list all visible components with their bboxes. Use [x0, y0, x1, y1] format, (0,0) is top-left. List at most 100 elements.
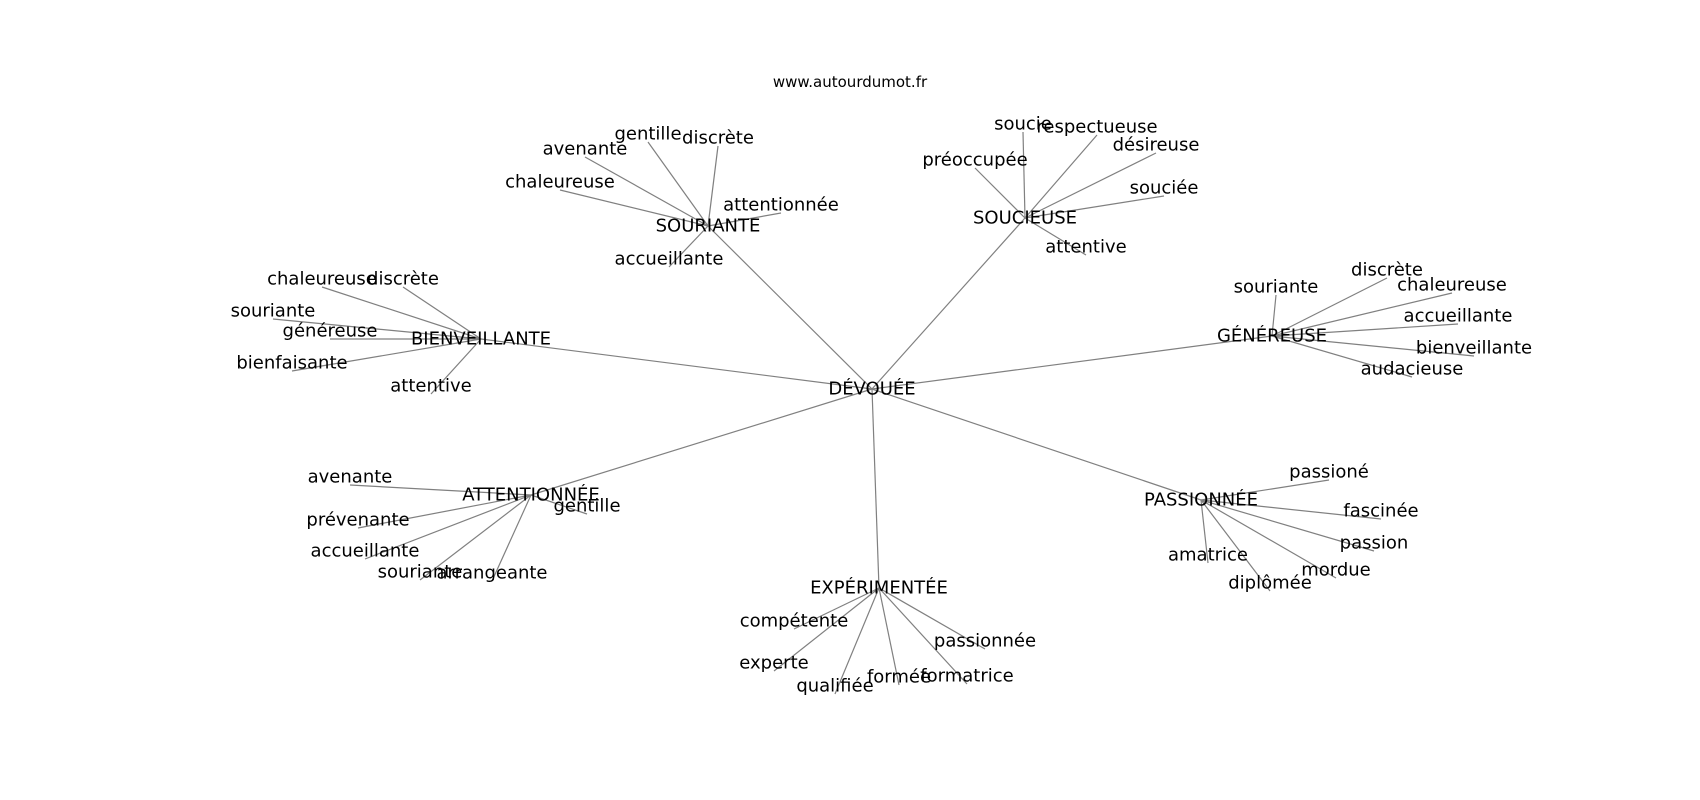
leaf-node-souriante-3: chaleureuse — [505, 172, 615, 193]
edge-passionnee-leaf-1 — [1200, 499, 1382, 520]
leaf-node-experimentee-0: compétente — [740, 611, 849, 632]
hub-node-soucieuse: SOUCIEUSE — [973, 208, 1077, 229]
leaf-node-bienveillante-0: chaleureuse — [267, 269, 377, 290]
edge-bienveillante-leaf-5 — [430, 338, 482, 395]
edge-experimentee-leaf-3 — [834, 587, 880, 695]
leaf-node-passionnee-3: amatrice — [1168, 545, 1248, 566]
edge-genereuse-leaf-5 — [1271, 335, 1413, 378]
edge-bienveillante-leaf-0 — [321, 286, 482, 340]
edge-experimentee-leaf-4 — [878, 587, 900, 686]
leaf-node-soucieuse-3: préoccupée — [922, 150, 1027, 171]
leaf-node-attentionnee-1: gentille — [553, 496, 620, 517]
edge-genereuse-leaf-3 — [1271, 323, 1459, 337]
hub-node-passionnee: PASSIONNÉE — [1144, 489, 1258, 511]
edge-bienveillante-leaf-2 — [272, 318, 482, 340]
leaf-node-bienveillante-2: souriante — [231, 301, 316, 322]
edge-passionnee-leaf-0 — [1200, 479, 1330, 501]
edge-souriante-leaf-1 — [707, 145, 719, 227]
edge-center-attentionnee — [530, 388, 873, 496]
leaf-node-bienveillante-5: attentive — [390, 376, 471, 397]
leaf-node-bienveillante-4: bienfaisante — [236, 353, 347, 374]
leaf-node-passionnee-1: fascinée — [1343, 501, 1418, 522]
edge-center-soucieuse — [871, 217, 1026, 390]
hub-node-souriante: SOURIANTE — [656, 216, 761, 237]
leaf-node-attentionnee-0: avenante — [308, 467, 393, 488]
edge-soucieuse-leaf-4 — [1024, 195, 1165, 219]
edge-experimentee-leaf-5 — [878, 587, 968, 685]
edge-soucieuse-leaf-0 — [1022, 131, 1026, 219]
hub-node-genereuse: GÉNÉREUSE — [1217, 325, 1327, 347]
edge-soucieuse-leaf-2 — [1024, 152, 1157, 219]
edge-genereuse-leaf-2 — [1271, 292, 1453, 337]
leaf-node-bienveillante-3: généreuse — [283, 321, 378, 342]
edge-souriante-leaf-5 — [668, 225, 709, 268]
edge-souriante-leaf-2 — [584, 156, 709, 227]
hub-node-attentionnee: ATTENTIONNÉE — [462, 484, 600, 506]
center-node: DÉVOUÉE — [828, 378, 915, 400]
leaf-node-bienveillante-1: discrète — [367, 269, 439, 290]
leaf-node-genereuse-4: bienveillante — [1416, 338, 1532, 359]
edge-souriante-leaf-3 — [559, 189, 709, 227]
leaf-node-experimentee-1: passionnée — [934, 631, 1036, 652]
leaf-node-attentionnee-3: accueillante — [311, 541, 420, 562]
edge-experimentee-leaf-0 — [793, 587, 880, 630]
leaf-node-genereuse-0: souriante — [1234, 277, 1319, 298]
edge-genereuse-leaf-4 — [1271, 335, 1475, 357]
leaf-node-passionnee-2: passion — [1340, 533, 1409, 554]
edge-center-souriante — [707, 225, 873, 390]
edge-center-genereuse — [871, 335, 1273, 390]
edge-bienveillante-leaf-4 — [291, 338, 482, 372]
edge-soucieuse-leaf-5 — [1024, 217, 1087, 256]
site-label: www.autourdumot.fr — [773, 73, 928, 91]
leaf-node-genereuse-3: accueillante — [1404, 306, 1513, 327]
leaf-node-soucieuse-2: désireuse — [1113, 135, 1200, 156]
edge-attentionnee-leaf-1 — [530, 494, 588, 515]
leaf-node-genereuse-5: audacieuse — [1361, 359, 1464, 380]
leaf-node-experimentee-5: formatrice — [920, 666, 1013, 687]
edge-attentionnee-leaf-3 — [364, 494, 532, 560]
leaf-node-soucieuse-0: soucie — [994, 114, 1052, 135]
edge-experimentee-leaf-1 — [878, 587, 986, 650]
edge-experimentee-leaf-2 — [773, 587, 880, 672]
edge-passionnee-leaf-2 — [1200, 499, 1375, 552]
edge-center-passionnee — [871, 388, 1202, 501]
hub-node-experimentee: EXPÉRIMENTÉE — [810, 577, 948, 599]
edge-attentionnee-leaf-0 — [349, 484, 532, 496]
edge-souriante-leaf-0 — [647, 141, 709, 227]
leaf-node-experimentee-3: qualifiée — [796, 676, 873, 697]
leaf-node-souriante-2: avenante — [543, 139, 628, 160]
leaf-node-experimentee-4: formée — [867, 667, 931, 688]
edge-souriante-leaf-4 — [707, 212, 782, 227]
edge-passionnee-leaf-5 — [1200, 499, 1271, 592]
leaf-node-soucieuse-1: respectueuse — [1036, 117, 1157, 138]
leaf-node-attentionnee-4: souriante — [378, 562, 463, 583]
leaf-node-passionnee-0: passioné — [1289, 462, 1369, 483]
edge-center-experimentee — [871, 388, 880, 589]
edge-bienveillante-leaf-1 — [402, 286, 482, 340]
leaf-node-souriante-1: discrète — [682, 128, 754, 149]
leaf-node-passionnee-5: diplômée — [1228, 573, 1312, 594]
edge-attentionnee-leaf-2 — [357, 494, 532, 529]
leaf-node-souriante-4: attentionnée — [723, 195, 839, 216]
edge-center-bienveillante — [480, 338, 873, 390]
edge-soucieuse-leaf-3 — [974, 167, 1026, 219]
leaf-node-attentionnee-2: prévenante — [306, 510, 409, 531]
leaf-node-soucieuse-5: attentive — [1045, 237, 1126, 258]
leaf-node-souriante-5: accueillante — [615, 249, 724, 270]
edge-attentionnee-leaf-4 — [419, 494, 532, 581]
edge-soucieuse-leaf-1 — [1024, 134, 1098, 219]
edge-attentionnee-leaf-5 — [491, 494, 532, 582]
edge-genereuse-leaf-0 — [1271, 294, 1277, 337]
graph-edges — [272, 131, 1475, 695]
leaf-node-attentionnee-5: arrangeante — [436, 563, 547, 584]
edge-passionnee-leaf-3 — [1200, 499, 1209, 564]
leaf-node-experimentee-2: experte — [739, 653, 808, 674]
edge-passionnee-leaf-4 — [1200, 499, 1337, 579]
leaf-node-passionnee-4: mordue — [1301, 560, 1371, 581]
hub-node-bienveillante: BIENVEILLANTE — [411, 329, 551, 350]
leaf-node-genereuse-1: discrète — [1351, 260, 1423, 281]
leaf-node-souriante-0: gentille — [614, 124, 681, 145]
edge-genereuse-leaf-1 — [1271, 277, 1388, 337]
